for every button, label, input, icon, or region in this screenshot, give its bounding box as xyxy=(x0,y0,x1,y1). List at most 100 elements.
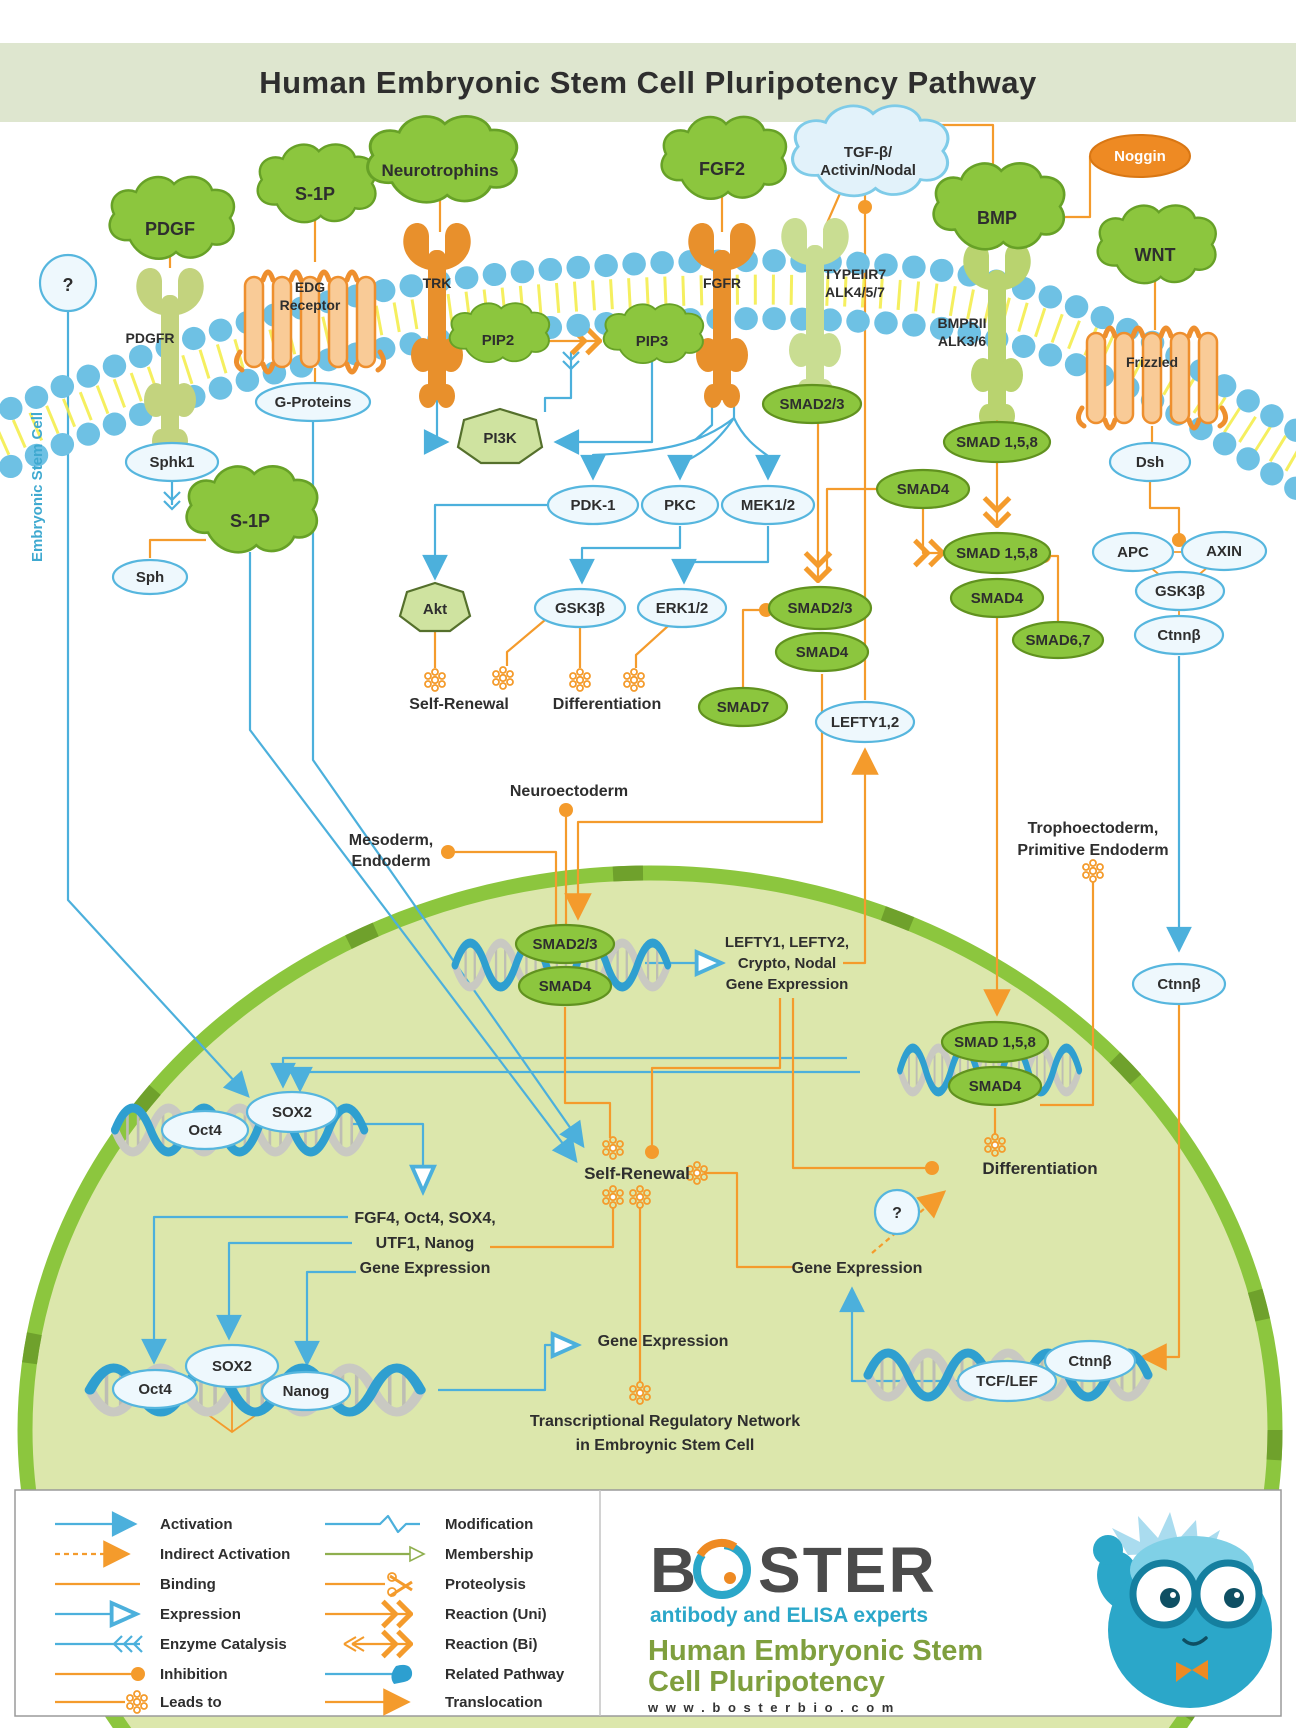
ctnnb-dna-node: Ctnnβ xyxy=(1068,1353,1111,1370)
fgf4-gene-label-3: Gene Expression xyxy=(360,1260,491,1277)
logo-dot-icon xyxy=(724,1572,736,1584)
ctnnb-free-node: Ctnnβ xyxy=(1157,976,1200,993)
typeii-label-1: TYPEIIR7 xyxy=(824,266,886,282)
s1p-top-ligand: S-1P xyxy=(295,184,335,204)
page-title: Human Embryonic Stem Cell Pluripotency P… xyxy=(259,65,1037,100)
cell-label: Embryonic Stem Cell xyxy=(29,412,46,562)
logo-circle-icon xyxy=(693,1541,751,1599)
noggin-node xyxy=(1089,134,1191,178)
typeii-label-2: ALK4/5/7 xyxy=(825,284,885,300)
logo-b: B xyxy=(650,1534,698,1606)
legend-leads-to: Leads to xyxy=(160,1694,222,1711)
bmp-ligand: BMP xyxy=(977,208,1017,228)
bmprii-label-1: BMPRII xyxy=(938,315,987,331)
tcflef-node: TCF/LEF xyxy=(976,1373,1038,1390)
sox2-b-node: SOX2 xyxy=(212,1358,252,1375)
gsk3b-node: GSK3β xyxy=(555,600,605,617)
akt-node: Akt xyxy=(423,601,447,618)
smad158-a-node: SMAD 1,5,8 xyxy=(956,434,1038,451)
pdgf-ligand: PDGF xyxy=(145,219,195,239)
website: w w w . b o s t e r b i o . c o m xyxy=(647,1700,895,1715)
sox2-a-node: SOX2 xyxy=(272,1104,312,1121)
product-title-2: Cell Pluripotency xyxy=(648,1666,885,1698)
fgfr-label: FGFR xyxy=(703,275,741,291)
gene-expression-mid-label: Gene Expression xyxy=(792,1260,923,1277)
lefty-gene-label-3: Gene Expression xyxy=(726,976,849,993)
legend-enzyme-catalysis: Enzyme Catalysis xyxy=(160,1636,287,1653)
fate-labels: Self-Renewal Differentiation Neuroectode… xyxy=(349,696,1169,870)
product-title-1: Human Embryonic Stem xyxy=(648,1635,983,1667)
unknown-receptor-label: ? xyxy=(63,275,74,295)
wnt-ligand: WNT xyxy=(1135,245,1176,265)
fgf4-gene-label-1: FGF4, Oct4, SOX4, xyxy=(354,1210,495,1227)
gsk3b-complex-node: GSK3β xyxy=(1155,583,1205,600)
smad23-nuclear-node: SMAD2/3 xyxy=(532,936,597,953)
smad4-b-node: SMAD4 xyxy=(971,590,1024,607)
smad4-dna-node: SMAD4 xyxy=(969,1078,1022,1095)
ligands: PDGF S-1P Neurotrophins FGF2 TGF-β/ Acti… xyxy=(108,104,1217,554)
legend-modification: Modification xyxy=(445,1516,533,1533)
mesoderm-label-2: Endoderm xyxy=(351,853,430,870)
gproteins-node: G-Proteins xyxy=(275,394,352,411)
nanog-node: Nanog xyxy=(283,1383,330,1400)
title-bar: Human Embryonic Stem Cell Pluripotency P… xyxy=(0,43,1296,122)
legend-reaction-uni: Reaction (Uni) xyxy=(445,1606,547,1623)
nucleus-content: SMAD2/3 SMAD4 LEFTY1, LEFTY2, Crypto, No… xyxy=(111,923,1137,1454)
activation-connectors xyxy=(66,311,1192,1392)
pip2: PIP2 xyxy=(482,332,515,349)
apc-node: APC xyxy=(1117,544,1149,561)
edg-label-2: Receptor xyxy=(280,297,341,313)
erk12-node: ERK1/2 xyxy=(656,600,709,617)
legend-binding: Binding xyxy=(160,1576,216,1593)
unknown-receptor-node xyxy=(38,253,98,313)
tagline: antibody and ELISA experts xyxy=(650,1604,928,1627)
smad158-b-node: SMAD 1,5,8 xyxy=(956,545,1038,562)
mek12-node: MEK1/2 xyxy=(741,497,795,514)
legend-reaction-bi: Reaction (Bi) xyxy=(445,1636,538,1653)
differentiation-cyt-label: Differentiation xyxy=(553,696,661,713)
legend-related-pathway: Related Pathway xyxy=(445,1666,565,1683)
smad23-cytoplasm-node: SMAD2/3 xyxy=(787,600,852,617)
trophoectoderm-label-2: Primitive Endoderm xyxy=(1017,842,1168,859)
noggin-label: Noggin xyxy=(1114,148,1166,165)
mesoderm-label-1: Mesoderm, xyxy=(349,832,433,849)
legend-proteolysis: Proteolysis xyxy=(445,1576,526,1593)
gene-expression-bottom-label: Gene Expression xyxy=(598,1333,729,1350)
legend-indirect-activation: Indirect Activation xyxy=(160,1546,290,1563)
bmprii-label-2: ALK3/6 xyxy=(938,333,986,349)
question-nuclear-label: ? xyxy=(892,1205,902,1222)
smad158-nuclear-node: SMAD 1,5,8 xyxy=(954,1034,1036,1051)
s1p-left: S-1P xyxy=(230,511,270,531)
trophoectoderm-label-1: Trophoectoderm, xyxy=(1028,820,1159,837)
logo-arc-icon xyxy=(696,1539,738,1558)
mascot xyxy=(1093,1512,1272,1708)
frizzled-receptor xyxy=(1078,328,1225,428)
smad4-float-node: SMAD4 xyxy=(897,481,950,498)
tgf-ligand-line1: TGF-β/ xyxy=(844,144,893,161)
legend-col2: Modification Membership Proteolysis Reac… xyxy=(325,1514,565,1716)
question-nuclear-node xyxy=(873,1188,921,1236)
smad7-node: SMAD7 xyxy=(717,699,770,716)
fgf4-gene-label-2: UTF1, Nanog xyxy=(376,1235,475,1252)
ctnnb-complex-node: Ctnnβ xyxy=(1157,627,1200,644)
cytoplasm-nodes: ? Sphk1 Sph G-Proteins PI3K PDK-1 PKC ME… xyxy=(38,253,1268,1006)
receptor-labels: PDGFR EDG Receptor TRK FGFR TYPEIIR7 ALK… xyxy=(126,266,1179,370)
legend-membership: Membership xyxy=(445,1546,533,1563)
smad4-nuclear-node: SMAD4 xyxy=(539,978,592,995)
legend-panel: Activation Indirect Activation Binding E… xyxy=(14,1489,1282,1717)
lefty-gene-label-2: Crypto, Nodal xyxy=(738,955,836,972)
lefty12-node: LEFTY1,2 xyxy=(831,714,899,731)
legend-inhibition: Inhibition xyxy=(160,1666,227,1683)
sph-node: Sph xyxy=(136,569,164,586)
self-renewal-nuclear-label: Self-Renewal xyxy=(584,1164,690,1183)
logo-ster: STER xyxy=(758,1534,937,1606)
trn-label-2: in Embroynic Stem Cell xyxy=(576,1437,755,1454)
smad23-receptor-node: SMAD2/3 xyxy=(779,396,844,413)
frizzled-label: Frizzled xyxy=(1126,354,1178,370)
oct4-a-node: Oct4 xyxy=(188,1122,222,1139)
smad67-node: SMAD6,7 xyxy=(1025,632,1090,649)
lefty-gene-label-1: LEFTY1, LEFTY2, xyxy=(725,934,849,951)
differentiation-nuclear-label: Differentiation xyxy=(982,1159,1097,1178)
branding: B STER antibody and ELISA experts Human … xyxy=(647,1534,983,1715)
